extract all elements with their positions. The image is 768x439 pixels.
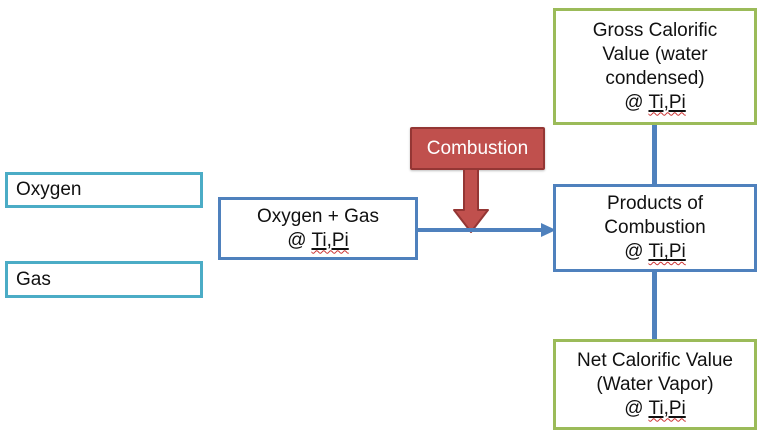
node-oxygen-gas-mixture: Oxygen + Gas @ Ti,Pi [218, 197, 418, 260]
node-gross-calorific-value: Gross Calorific Value (water condensed) … [553, 8, 757, 125]
node-net-line3: @ Ti,Pi [624, 397, 686, 419]
node-oxygen: Oxygen [5, 172, 203, 208]
mixture-to-products-arrow [418, 223, 556, 237]
products-to-gross-connector [652, 124, 657, 185]
node-mixture-line1: Oxygen + Gas [257, 205, 379, 227]
node-oxygen-label: Oxygen [16, 179, 82, 200]
node-products-line2: Combustion [604, 217, 706, 238]
net-tipi: Ti,Pi [648, 397, 686, 419]
node-net-line1: Net Calorific Value [577, 349, 733, 371]
products-tipi: Ti,Pi [648, 241, 686, 262]
mixture-tipi: Ti,Pi [311, 229, 349, 251]
node-gross-line2: Value (water [602, 43, 708, 65]
node-combustion-label: Combustion [426, 137, 529, 159]
node-products-line3: @ Ti,Pi [624, 241, 686, 262]
node-gross-line1: Gross Calorific [592, 19, 718, 41]
node-gross-line4: @ Ti,Pi [624, 91, 686, 113]
gross-tipi: Ti,Pi [648, 91, 686, 113]
node-gas: Gas [5, 261, 203, 298]
products-to-net-connector [652, 271, 657, 340]
combustion-down-arrow [453, 168, 489, 233]
node-combustion: Combustion [410, 127, 545, 170]
node-gas-label: Gas [16, 268, 51, 290]
node-net-calorific-value: Net Calorific Value (Water Vapor) @ Ti,P… [553, 339, 757, 430]
node-gross-line3: condensed) [605, 67, 705, 89]
node-products-line1: Products of [606, 193, 704, 214]
node-products-of-combustion: Products of Combustion @ Ti,Pi [553, 184, 757, 272]
node-net-line2: (Water Vapor) [596, 373, 714, 395]
node-mixture-line2: @ Ti,Pi [287, 229, 349, 251]
